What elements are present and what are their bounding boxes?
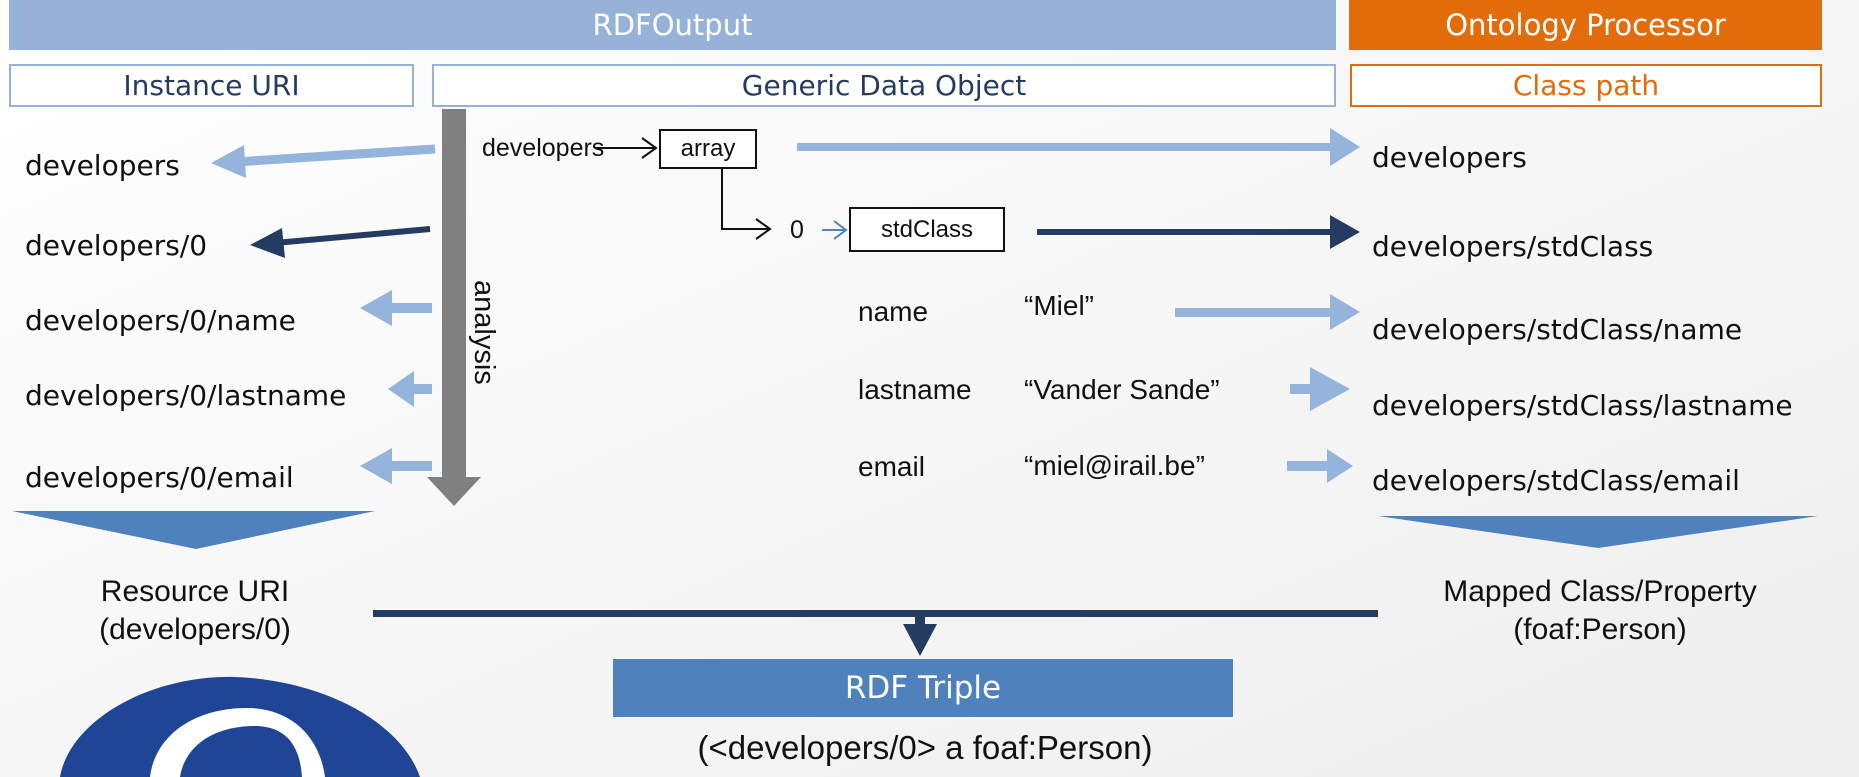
instance-uri-4: developers/0/email <box>25 461 294 494</box>
mapped-class-title: Mapped Class/Property <box>1443 575 1757 608</box>
rdf-triple-band: RDF Triple <box>613 659 1233 717</box>
array-to-item-connector <box>721 167 772 240</box>
class-path-header: Class path <box>1350 64 1822 107</box>
instance-uri-0: developers <box>25 149 180 182</box>
instance-uri-arrow-1 <box>250 226 431 258</box>
class-path-funnel <box>1378 516 1818 548</box>
instance-uri-funnel <box>12 511 375 549</box>
index-pointer-arrow <box>822 220 848 240</box>
array-box: array <box>659 129 757 169</box>
instance-uri-arrow-4 <box>360 448 432 484</box>
root-key-label: developers <box>482 134 605 162</box>
property-value-lastname: “Vander Sande” <box>1024 374 1220 405</box>
instance-uri-1: developers/0 <box>25 229 208 262</box>
instance-uri-arrow-0 <box>211 144 436 178</box>
stdclass-box-label: stdClass <box>880 215 974 243</box>
generic-data-object-header: Generic Data Object <box>432 64 1336 107</box>
stdclass-box: stdClass <box>849 207 1005 252</box>
developers-pointer-arrow <box>596 137 658 159</box>
analysis-arrow <box>427 109 481 506</box>
class-path-1: developers/stdClass <box>1372 230 1654 263</box>
class-path-arrow-1 <box>1037 215 1360 249</box>
merge-down-arrow <box>903 612 937 656</box>
generic-data-object-header-label: Generic Data Object <box>741 69 1027 102</box>
rdf-triple-title: RDF Triple <box>844 670 1002 706</box>
mapped-class-value: (foaf:Person) <box>1513 612 1687 646</box>
instance-uri-header: Instance URI <box>9 64 414 107</box>
ontology-processor-band: Ontology Processor <box>1349 0 1822 50</box>
property-key-email: email <box>858 451 925 482</box>
class-path-arrow-3 <box>1290 367 1350 411</box>
resource-uri-caption: Resource URI (developers/0) <box>60 573 330 648</box>
class-path-0: developers <box>1372 141 1527 174</box>
rdf-output-band: RDFOutput <box>9 0 1336 50</box>
rdf-triple-value: (<developers/0> a foaf:Person) <box>697 729 1153 766</box>
property-value-email: “miel@irail.be” <box>1024 450 1205 481</box>
property-value-name: “Miel” <box>1024 290 1094 321</box>
item-index-label: 0 <box>790 216 804 244</box>
array-box-label: array <box>680 135 736 162</box>
class-path-4: developers/stdClass/email <box>1372 464 1740 497</box>
class-path-arrow-2 <box>1175 294 1360 330</box>
instance-uri-arrow-2 <box>360 290 432 326</box>
ontology-processor-title: Ontology Processor <box>1445 8 1726 42</box>
class-path-2: developers/stdClass/name <box>1372 313 1743 346</box>
rdf-output-title: RDFOutput <box>592 8 753 42</box>
resource-uri-value: (developers/0) <box>99 612 291 646</box>
analysis-label: analysis <box>468 280 500 385</box>
property-key-lastname: lastname <box>858 374 972 405</box>
mapped-class-caption: Mapped Class/Property (foaf:Person) <box>1385 573 1815 648</box>
class-path-header-label: Class path <box>1512 69 1660 102</box>
instance-uri-2: developers/0/name <box>25 304 296 337</box>
class-path-arrow-4 <box>1287 449 1353 483</box>
property-key-name: name <box>858 296 929 327</box>
resource-uri-title: Resource URI <box>100 575 290 608</box>
instance-uri-3: developers/0/lastname <box>25 379 347 412</box>
merge-line <box>373 610 1378 617</box>
instance-uri-arrow-3 <box>388 371 432 407</box>
logo-icon <box>60 676 420 777</box>
instance-uri-header-label: Instance URI <box>123 69 300 102</box>
class-path-3: developers/stdClass/lastname <box>1372 389 1793 422</box>
class-path-arrow-0 <box>797 128 1360 166</box>
